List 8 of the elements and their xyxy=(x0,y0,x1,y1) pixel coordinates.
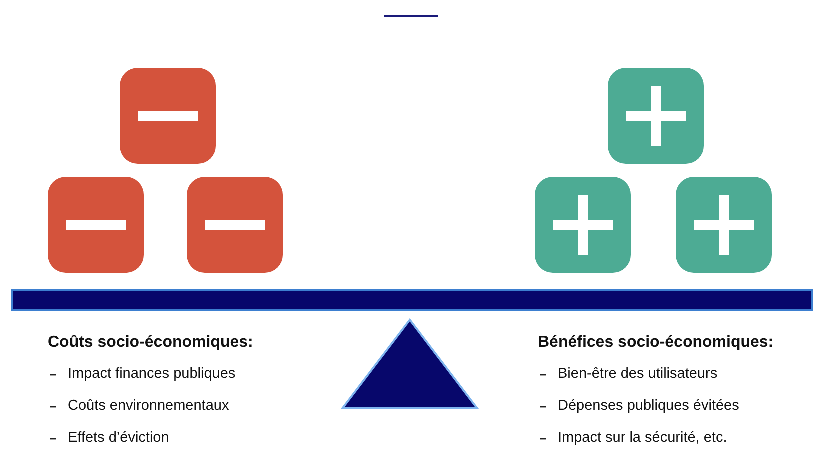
list-item: Impact sur la sécurité, etc. xyxy=(558,430,728,446)
list-heading: Coûts socio-économiques: xyxy=(48,334,254,352)
list-item: Impact finances publiques xyxy=(68,366,236,382)
list-item: Effets d’éviction xyxy=(68,430,170,446)
list-item: Coûts environnementaux xyxy=(68,398,230,414)
list-heading: Bénéfices socio-économiques: xyxy=(538,334,774,352)
list-item: Bien-être des utilisateurs xyxy=(558,366,718,382)
list-item: Dépenses publiques évitées xyxy=(558,398,740,414)
